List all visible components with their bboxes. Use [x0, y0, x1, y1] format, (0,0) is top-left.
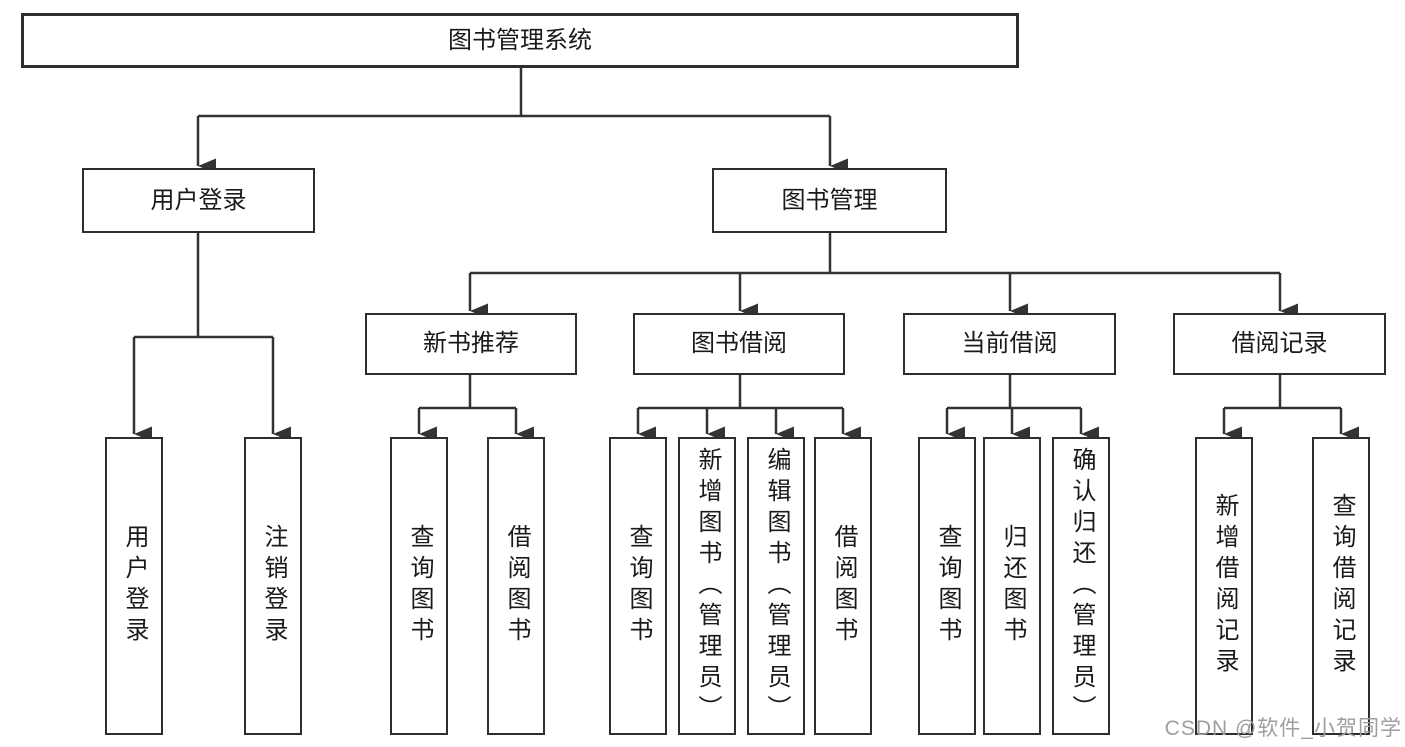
leaf-borrow-books: 借阅图书 — [814, 437, 872, 735]
node-current-borrow: 当前借阅 — [903, 313, 1116, 375]
leaf-confirm-return-admin: 确认归还（管理员） — [1052, 437, 1110, 735]
node-library-management-system: 图书管理系统 — [21, 13, 1019, 68]
leaf-return-books: 归还图书 — [983, 437, 1041, 735]
leaf-query-borrow-record: 查询借阅记录 — [1312, 437, 1370, 735]
csdn-watermark: CSDN @软件_小贺同学 — [1164, 717, 1402, 740]
leaf-query-books-current: 查询图书 — [918, 437, 976, 735]
node-user-login: 用户登录 — [82, 168, 315, 233]
leaf-query-books-borrow: 查询图书 — [609, 437, 667, 735]
leaf-edit-books-admin: 编辑图书（管理员） — [747, 437, 805, 735]
leaf-logout: 注销登录 — [244, 437, 302, 735]
node-borrow-records: 借阅记录 — [1173, 313, 1386, 375]
leaf-user-login: 用户登录 — [105, 437, 163, 735]
node-book-management: 图书管理 — [712, 168, 947, 233]
leaf-borrow-books-recommend: 借阅图书 — [487, 437, 545, 735]
leaf-add-books-admin: 新增图书（管理员） — [678, 437, 736, 735]
leaf-query-books-recommend: 查询图书 — [390, 437, 448, 735]
node-new-book-recommend: 新书推荐 — [365, 313, 577, 375]
leaf-add-borrow-record: 新增借阅记录 — [1195, 437, 1253, 735]
node-book-borrow: 图书借阅 — [633, 313, 845, 375]
